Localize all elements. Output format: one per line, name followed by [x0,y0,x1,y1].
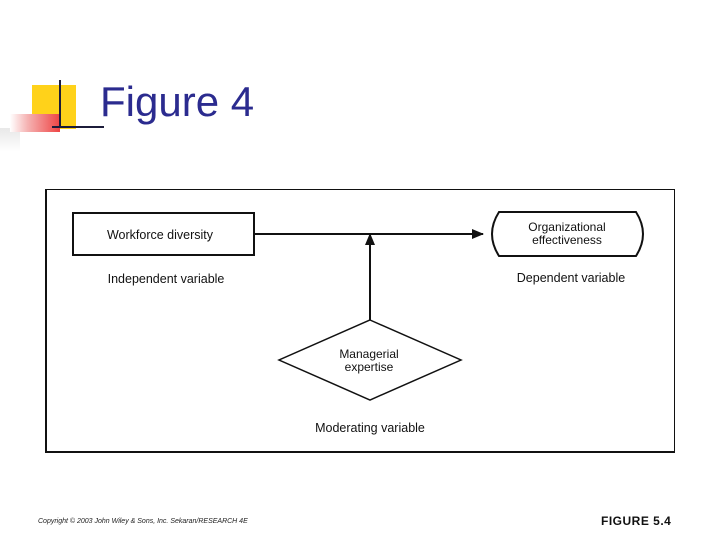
independent-variable-caption: Independent variable [108,272,225,286]
independent-variable-box-label: Workforce diversity [107,228,214,242]
moderating-variable-label-line2: expertise [345,360,394,374]
dependent-variable-caption: Dependent variable [517,271,625,285]
moderating-variable-label-line1: Managerial [339,347,398,361]
dependent-variable-box-label-line1: Organizational [528,220,605,234]
slide-decoration-red-bar [10,114,60,132]
slide-title: Figure 4 [100,78,255,125]
copyright-notice: Copyright © 2003 John Wiley & Sons, Inc.… [38,518,248,525]
independent-variable-box [72,212,255,256]
moderating-variable-diamond [277,319,463,401]
moderating-variable-caption: Moderating variable [315,421,425,435]
figure-frame [45,189,675,453]
slide-decoration-horizontal-line [52,126,104,128]
dependent-variable-box [491,211,644,257]
figure-number: FIGURE 5.4 [601,514,672,528]
slide-decoration-vertical-line [59,80,61,128]
dependent-variable-box-label-line2: effectiveness [532,233,602,247]
slide-decoration-fade [0,128,20,152]
